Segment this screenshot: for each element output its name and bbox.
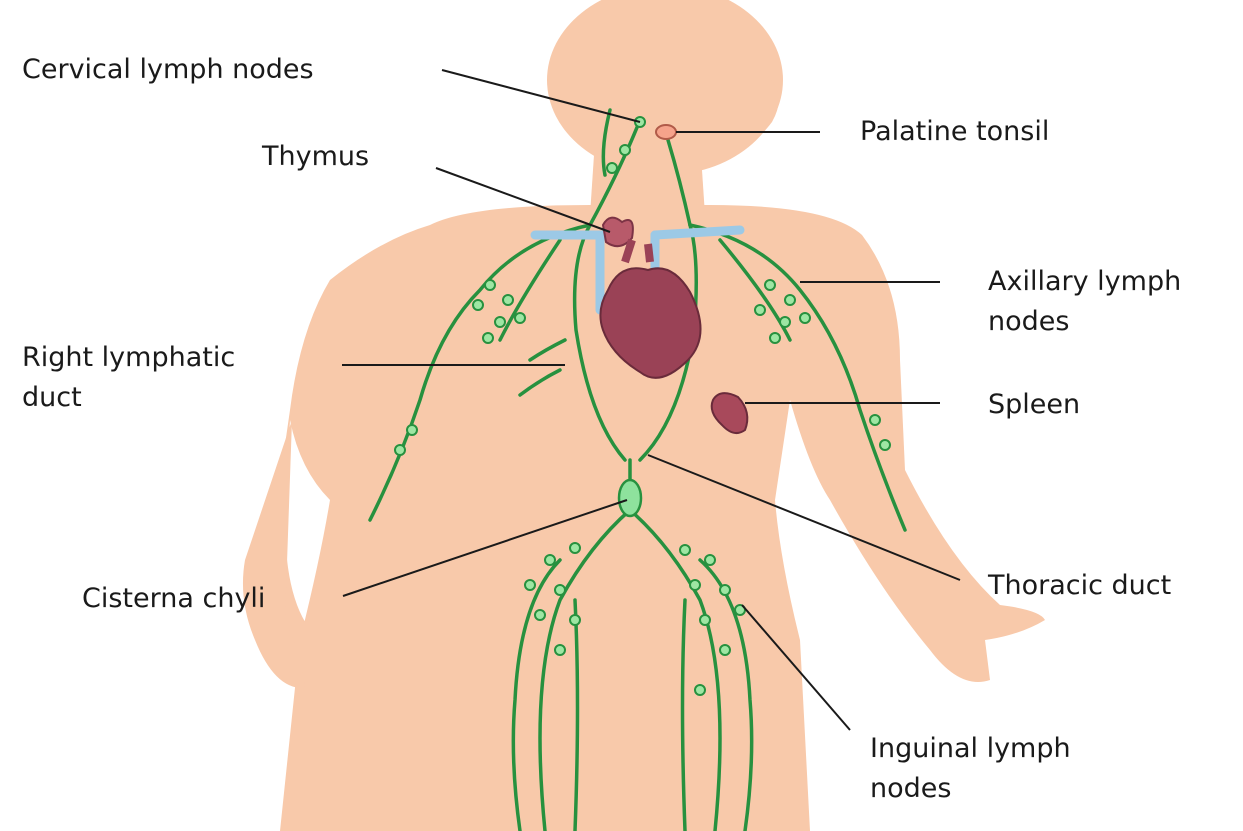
node [755, 305, 765, 315]
label-right-lymphatic-duct-line1: Right lymphatic [22, 338, 235, 378]
node [780, 317, 790, 327]
node [870, 415, 880, 425]
node [695, 685, 705, 695]
node [570, 543, 580, 553]
node [503, 295, 513, 305]
node [555, 585, 565, 595]
label-palatine-tonsil: Palatine tonsil [860, 112, 1049, 152]
node [407, 425, 417, 435]
node [473, 300, 483, 310]
label-cisterna-chyli: Cisterna chyli [82, 579, 265, 619]
cisterna-chyli-organ [619, 480, 641, 516]
label-axillary-line2: nodes [988, 302, 1181, 342]
label-right-lymphatic-duct: Right lymphatic duct [22, 338, 235, 418]
node [515, 313, 525, 323]
node [680, 545, 690, 555]
label-axillary-line1: Axillary lymph [988, 262, 1181, 302]
node [700, 615, 710, 625]
label-inguinal-lymph-nodes: Inguinal lymph nodes [870, 729, 1071, 809]
label-spleen: Spleen [988, 385, 1080, 425]
node [705, 555, 715, 565]
node [535, 610, 545, 620]
tonsil-organ [656, 125, 676, 139]
node [720, 585, 730, 595]
node [545, 555, 555, 565]
label-thoracic-duct: Thoracic duct [988, 566, 1171, 606]
node [495, 317, 505, 327]
node [570, 615, 580, 625]
node [800, 313, 810, 323]
node [555, 645, 565, 655]
label-axillary-lymph-nodes: Axillary lymph nodes [988, 262, 1181, 342]
node [485, 280, 495, 290]
label-inguinal-line1: Inguinal lymph [870, 729, 1071, 769]
node [483, 333, 493, 343]
neck-shape [590, 140, 705, 215]
node [765, 280, 775, 290]
node [770, 333, 780, 343]
node [607, 163, 617, 173]
node [785, 295, 795, 305]
node [395, 445, 405, 455]
label-inguinal-line2: nodes [870, 769, 1071, 809]
node [720, 645, 730, 655]
left-hand-shape [243, 420, 305, 688]
node [880, 440, 890, 450]
label-thymus: Thymus [262, 137, 369, 177]
label-cervical-lymph-nodes: Cervical lymph nodes [22, 50, 314, 90]
vein-right [655, 230, 740, 235]
node [620, 145, 630, 155]
node [690, 580, 700, 590]
node [525, 580, 535, 590]
label-right-lymphatic-duct-line2: duct [22, 378, 235, 418]
